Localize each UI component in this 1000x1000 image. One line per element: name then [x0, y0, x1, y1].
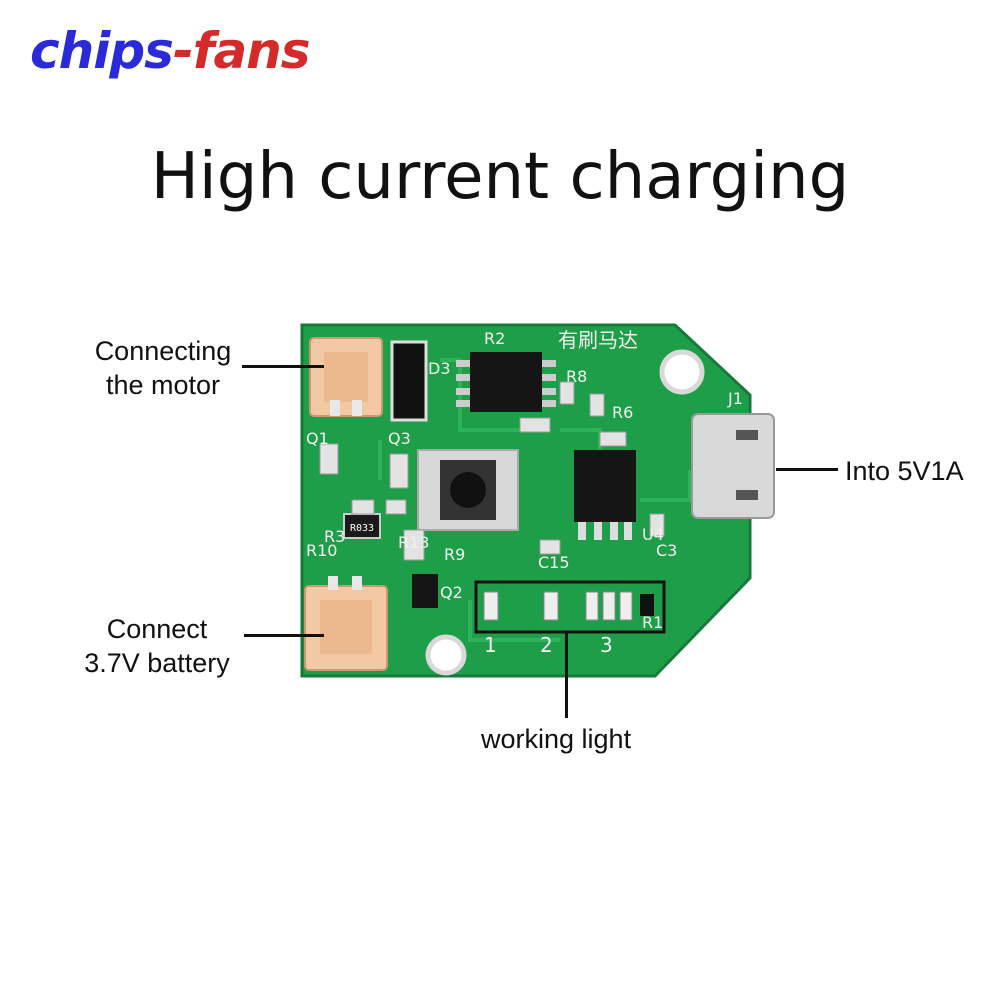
callout-light: working light — [481, 724, 632, 754]
page-title: High current charging — [150, 140, 850, 214]
callout-battery-line2: 3.7V battery — [84, 648, 230, 678]
silk-d3: D3 — [428, 359, 451, 378]
silk-r9: R9 — [444, 545, 465, 564]
push-button — [417, 449, 519, 531]
silk-c3: C3 — [656, 541, 677, 560]
silk-r6: R6 — [612, 403, 633, 422]
callout-motor-line1: Connecting — [94, 336, 232, 366]
silk-u4: U4 — [642, 525, 664, 544]
silk-r10: R10 — [306, 541, 337, 560]
smd-components — [319, 381, 665, 561]
callout-input: Into 5V1A — [845, 456, 964, 486]
leader-battery — [244, 634, 324, 637]
callout-battery: Connect 3.7V battery — [74, 612, 240, 680]
brand-logo-part2: -fans — [172, 22, 311, 80]
callout-battery-line1: Connect — [106, 614, 208, 644]
micro-usb-connector — [691, 413, 775, 519]
silk-c15: C15 — [538, 553, 570, 572]
silk-r8: R8 — [566, 367, 587, 386]
silk-led-3: 3 — [600, 633, 613, 657]
transistor-q2 — [412, 574, 438, 608]
silk-r1: R1 — [642, 613, 663, 632]
diode-d3 — [390, 340, 428, 422]
silk-r2: R2 — [484, 329, 505, 348]
silkscreen-chinese: 有刷马达 — [558, 328, 638, 352]
silk-r3: R3 — [324, 527, 345, 546]
silk-q2: Q2 — [440, 583, 463, 602]
mounting-hole-top — [659, 349, 705, 395]
mounting-hole-bottom — [425, 634, 467, 676]
motor-connector — [309, 337, 383, 417]
led-highlight-box — [474, 580, 666, 634]
battery-connector — [304, 576, 388, 671]
silk-led-1: 1 — [484, 633, 497, 657]
brand-logo-part1: chips — [30, 22, 174, 80]
callout-motor-line2: the motor — [105, 370, 221, 400]
status-leds — [483, 591, 654, 621]
leader-motor — [242, 365, 324, 368]
resistor-marking: R033 — [350, 523, 374, 534]
silk-j1: J1 — [727, 389, 743, 408]
leader-input — [776, 468, 838, 471]
leader-light — [565, 632, 568, 718]
silk-q3: Q3 — [388, 429, 411, 448]
silk-r13: R13 — [398, 533, 429, 552]
ic-top — [456, 352, 556, 412]
silk-led-2: 2 — [540, 633, 553, 657]
ic-u4 — [574, 450, 636, 540]
brand-logo: chips-fans — [30, 22, 311, 80]
silk-q1: Q1 — [306, 429, 329, 448]
callout-motor: Connecting the motor — [88, 334, 238, 402]
